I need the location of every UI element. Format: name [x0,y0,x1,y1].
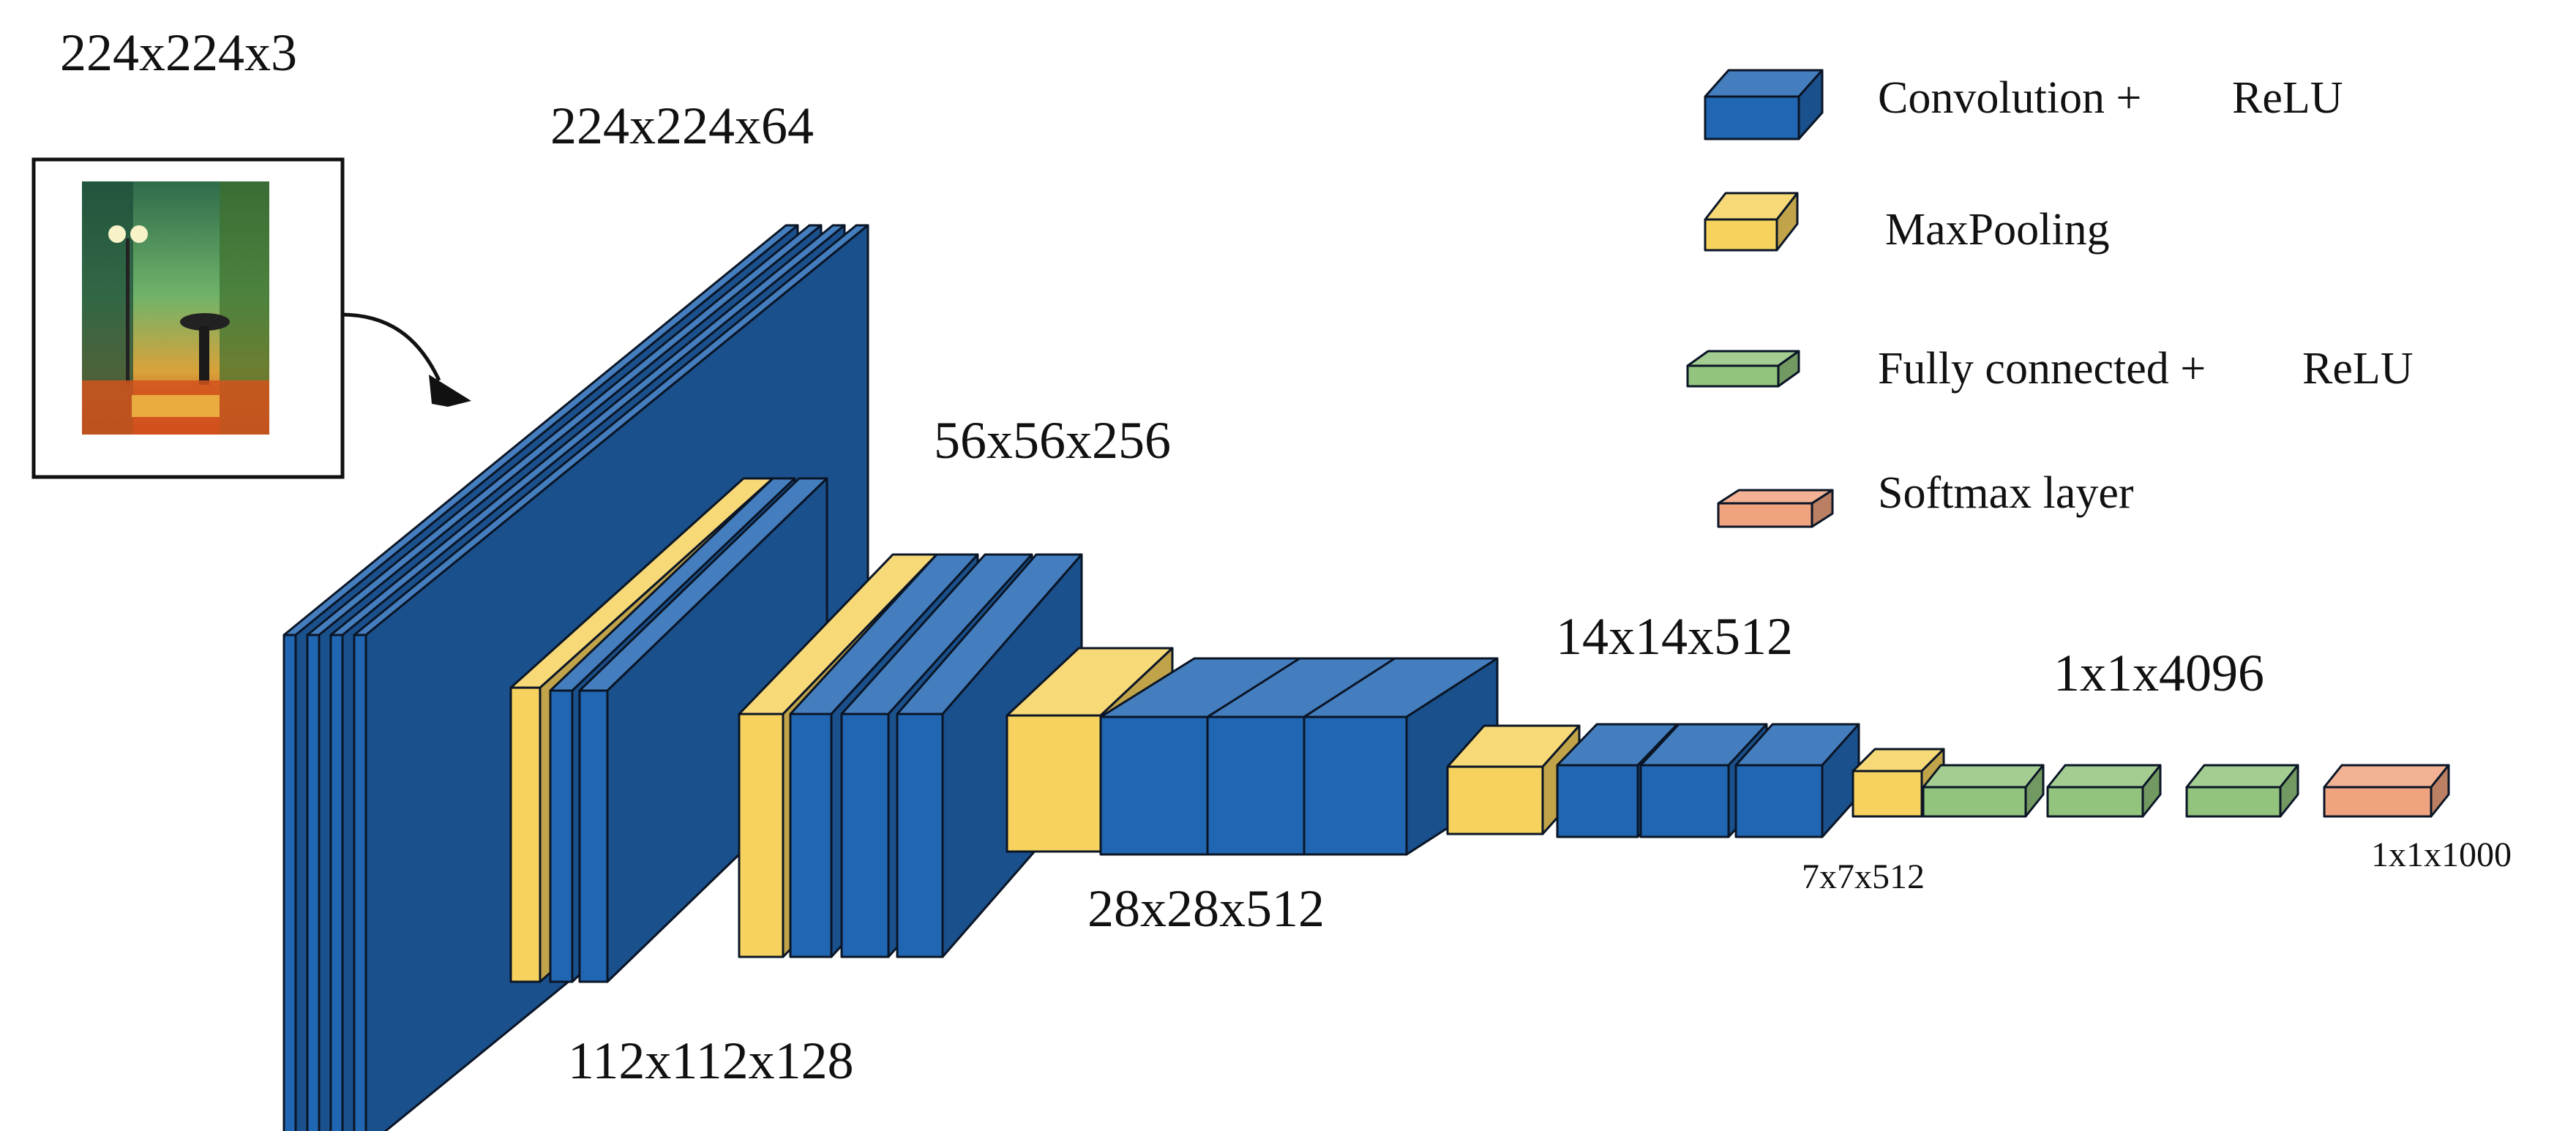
fc-block-2 [2046,764,2162,818]
legend-icons [1686,69,1834,528]
legend-conv-label: Convolution + [1878,73,2142,123]
legend-fc-relu-label: ReLU [2302,344,2414,394]
input-painting-thumbnail [82,181,269,435]
conv5-block-3 [1734,723,1860,838]
conv5-dimension-label: 14x14x512 [1556,607,1793,666]
legend: Convolution + ReLU MaxPooling Fully conn… [1686,69,2414,528]
legend-softmax-icon [1717,489,1834,528]
softmax-block [2323,764,2450,818]
conv4-block-3 [1303,657,1499,856]
legend-pool-label: MaxPooling [1885,205,2110,255]
legend-pool-icon [1704,192,1799,252]
input-dimension-label: 224x224x3 [60,23,297,82]
conv2-dimension-label: 112x112x128 [568,1032,854,1090]
conv4-dimension-label: 28x28x512 [1087,879,1325,938]
input-arrow [340,312,441,382]
legend-conv-relu-label: ReLU [2232,73,2343,123]
fc-dimension-label: 1x1x4096 [2053,644,2264,702]
conv3-dimension-label: 56x56x256 [934,411,1171,470]
legend-fc-icon [1686,350,1800,388]
legend-conv-icon [1704,69,1824,140]
fc-block-3 [2185,764,2299,818]
softmax-dimension-label: 1x1x1000 [2371,835,2512,874]
conv1-dimension-label: 224x224x64 [550,97,814,155]
fc-block-1 [1922,764,2045,818]
pool5-dimension-label: 7x7x512 [1802,857,1925,896]
input-image-group: 224x224x3 [31,23,471,479]
legend-softmax-label: Softmax layer [1878,468,2134,518]
input-arrowhead [429,375,471,407]
legend-fc-label: Fully connected + [1878,344,2206,394]
network-layers [282,224,2450,1131]
